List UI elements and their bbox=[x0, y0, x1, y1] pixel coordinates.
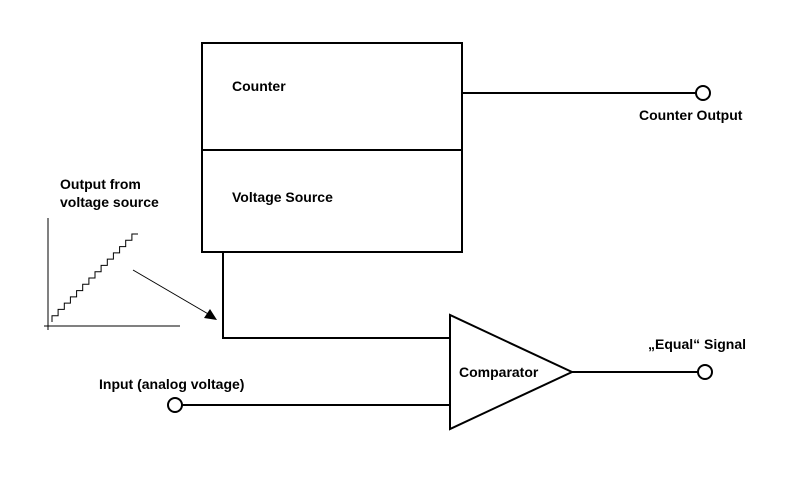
pointer-arrow-head bbox=[204, 309, 217, 320]
voltage-source-block bbox=[201, 149, 463, 253]
counter-label: Counter bbox=[232, 78, 286, 94]
comparator-label: Comparator bbox=[459, 364, 539, 380]
equal-signal-label: „Equal“ Signal bbox=[648, 336, 746, 352]
voltage-source-to-comparator-wire bbox=[222, 252, 450, 339]
input-terminal bbox=[167, 397, 183, 413]
staircase-title-line2: voltage source bbox=[60, 194, 159, 210]
comparator-block bbox=[449, 313, 575, 431]
voltage-source-label: Voltage Source bbox=[232, 189, 333, 205]
equal-signal-terminal bbox=[697, 364, 713, 380]
counter-output-label: Counter Output bbox=[639, 107, 743, 123]
counter-block bbox=[201, 42, 463, 151]
staircase-title-line1: Output from bbox=[60, 176, 141, 192]
staircase-waveform bbox=[51, 233, 138, 322]
pointer-arrow-line bbox=[132, 269, 211, 316]
input-label: Input (analog voltage) bbox=[99, 376, 244, 392]
counter-output-terminal bbox=[695, 85, 711, 101]
